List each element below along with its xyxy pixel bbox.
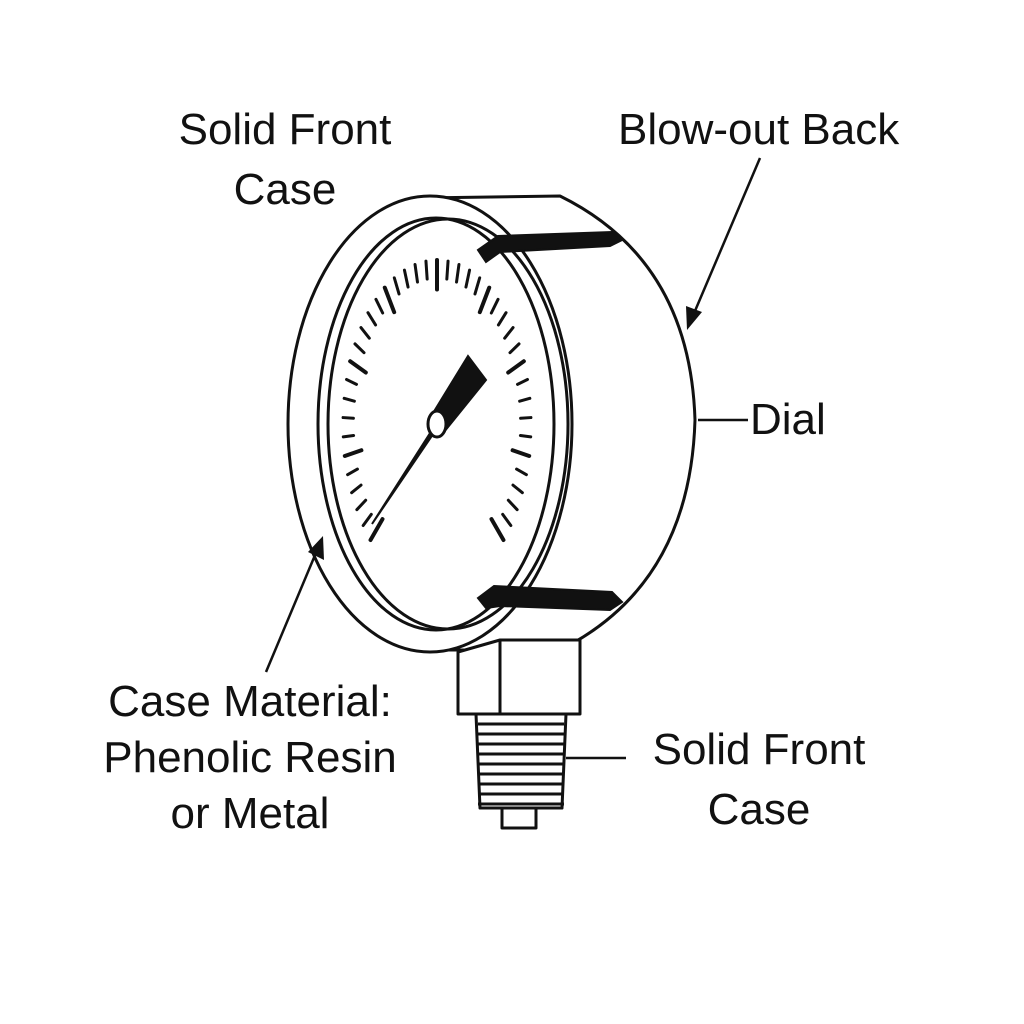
label-bottom-front-case: Solid Front Case bbox=[614, 720, 904, 840]
stem-tip bbox=[500, 806, 538, 830]
dial-tick bbox=[489, 297, 500, 315]
dial-tick bbox=[506, 498, 519, 512]
dial-tick bbox=[350, 483, 363, 495]
dial-tick bbox=[464, 268, 472, 289]
dial-tick bbox=[348, 359, 368, 375]
dial-tick bbox=[342, 396, 356, 403]
dial-tick bbox=[342, 448, 364, 458]
label-top-front-case-line1: Solid Front bbox=[178, 105, 392, 154]
leader-case-material bbox=[264, 547, 320, 673]
dial-tick bbox=[503, 326, 515, 340]
hex-connector bbox=[456, 638, 582, 716]
bottom-clamp-band bbox=[476, 584, 624, 612]
arrowhead-blow-out-back bbox=[686, 306, 702, 330]
dial-tick bbox=[341, 433, 356, 439]
label-case-material-line2: Phenolic Resin bbox=[103, 733, 397, 782]
dial-tick bbox=[374, 297, 385, 315]
dial-tick bbox=[508, 342, 521, 355]
stem-threads bbox=[478, 722, 564, 806]
dial-tick bbox=[473, 276, 482, 296]
top-clamp-band bbox=[476, 230, 624, 264]
needle-pivot bbox=[426, 409, 448, 439]
dial-tick bbox=[510, 448, 532, 458]
dial-tick bbox=[413, 263, 419, 284]
label-dial: Dial bbox=[750, 395, 826, 444]
dial-tick bbox=[353, 342, 366, 355]
dial-tick bbox=[392, 276, 401, 296]
dial-tick bbox=[424, 259, 429, 281]
dial-tick bbox=[346, 467, 359, 477]
dial-tick bbox=[355, 498, 368, 512]
dial-tick bbox=[501, 512, 513, 528]
dial-tick bbox=[516, 377, 529, 386]
label-case-material: Case Material: Phenolic Resin or Metal bbox=[70, 674, 430, 842]
dial-tick bbox=[506, 359, 526, 375]
dial-tick bbox=[445, 259, 450, 281]
dial-tick bbox=[366, 311, 378, 327]
dial-tick bbox=[361, 512, 373, 528]
label-bottom-front-case-line2: Case bbox=[707, 785, 811, 834]
arrowhead-case-material bbox=[308, 536, 324, 560]
dial-tick bbox=[345, 377, 358, 386]
dial-tick bbox=[489, 517, 506, 542]
dial-tick bbox=[515, 467, 528, 477]
dial-inner-ring bbox=[326, 217, 570, 631]
dial-tick bbox=[382, 285, 397, 315]
label-top-front-case-line2: Case bbox=[233, 165, 337, 214]
dial-tick bbox=[341, 416, 355, 420]
label-blow-out-back: Blow-out Back bbox=[618, 105, 900, 154]
label-top-front-case: Solid Front Case bbox=[140, 100, 430, 220]
dial-tick bbox=[519, 416, 533, 420]
label-bottom-front-case-line1: Solid Front bbox=[652, 725, 866, 774]
dial-tick bbox=[477, 285, 492, 315]
leader-blow-out-back bbox=[690, 157, 762, 319]
dial-tick bbox=[368, 517, 385, 542]
label-case-material-line3: or Metal bbox=[170, 789, 330, 838]
dial-ticks bbox=[341, 258, 533, 542]
dial-tick bbox=[496, 311, 508, 327]
dial-tick bbox=[518, 433, 533, 439]
dial-tick bbox=[455, 263, 461, 284]
dial-tick bbox=[518, 396, 532, 403]
dial-tick bbox=[402, 268, 410, 289]
dial-tick bbox=[511, 483, 524, 495]
dial-tick bbox=[359, 326, 371, 340]
label-case-material-line1: Case Material: bbox=[108, 677, 392, 726]
